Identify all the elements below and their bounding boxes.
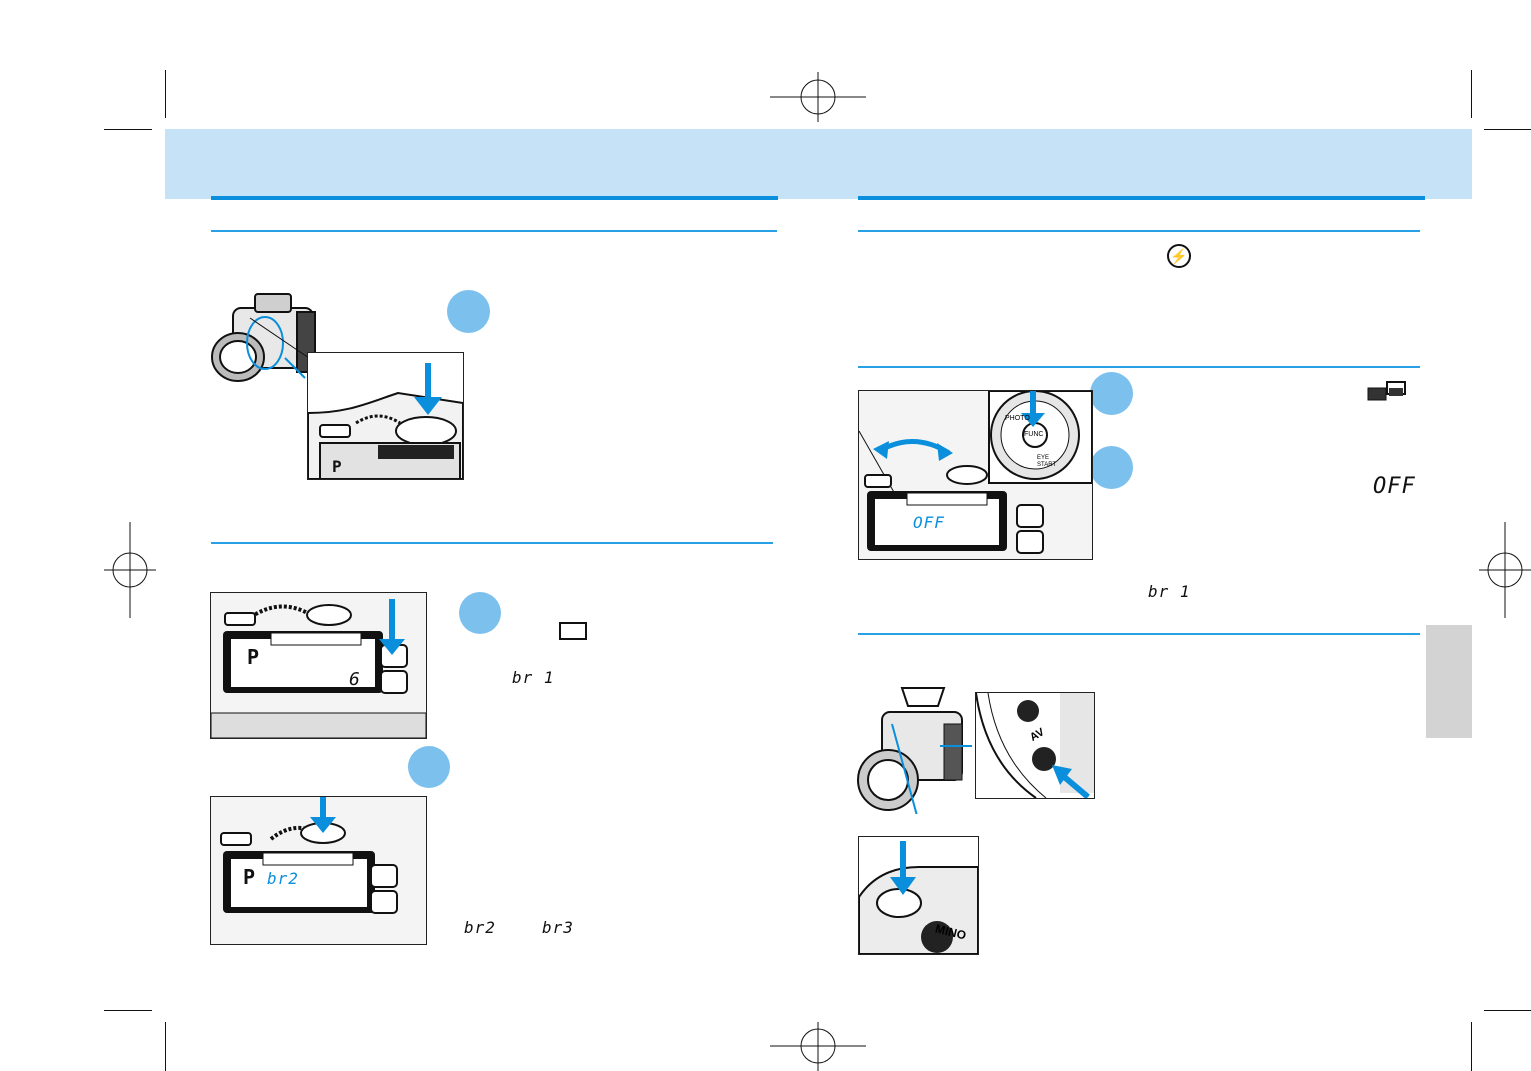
dial-func-label: FUNC bbox=[1024, 431, 1044, 438]
bracket-lcd-frame: P br2 bbox=[210, 796, 427, 945]
lcd-mode-letter: P bbox=[332, 457, 343, 476]
inline-code-br3: br3 bbox=[542, 918, 574, 937]
camera-illustration-top-left bbox=[211, 293, 316, 382]
inline-code-br1-left: br 1 bbox=[512, 668, 555, 687]
inline-code-br1-right: br 1 bbox=[1148, 582, 1191, 601]
bracketing-mode-icon bbox=[1367, 381, 1406, 401]
lcd-mode-letter-bottom: P bbox=[243, 865, 257, 889]
registration-mark-bottom bbox=[770, 1022, 866, 1071]
lcd-frame-count: 6 bbox=[349, 669, 361, 690]
registration-mark-right bbox=[1479, 522, 1531, 618]
step-circle-left-2 bbox=[459, 592, 501, 634]
right-section-rule-2 bbox=[858, 366, 1420, 368]
dial-eye-start-label: EYE START bbox=[1037, 455, 1057, 468]
shutter-release-detail-frame: P bbox=[307, 352, 464, 480]
registration-mark-left bbox=[104, 522, 156, 618]
inline-code-off-right: OFF bbox=[1373, 474, 1416, 499]
dial-photo-label: PHOTO bbox=[1005, 415, 1030, 422]
right-page-header-rule bbox=[858, 196, 1425, 200]
right-section-rule-1 bbox=[858, 230, 1420, 232]
function-dial-frame: FUNC PHOTO EYE START OFF bbox=[858, 390, 1093, 560]
camera-with-flash-illustration bbox=[857, 687, 972, 814]
step-circle-left-3 bbox=[408, 746, 450, 788]
single-frame-icon bbox=[559, 622, 587, 640]
chapter-side-tab bbox=[1426, 625, 1472, 738]
lcd-mode-letter-mid: P bbox=[247, 645, 261, 669]
shutter-press-detail-frame: MINO bbox=[858, 836, 979, 955]
step-circle-left-1 bbox=[447, 290, 490, 333]
step-circle-right-2 bbox=[1090, 446, 1133, 489]
right-section-rule-3 bbox=[858, 633, 1420, 635]
step-circle-right-1 bbox=[1090, 372, 1133, 415]
lcd-off-code: OFF bbox=[913, 513, 945, 532]
registration-mark-top bbox=[770, 72, 866, 122]
left-section-rule-1 bbox=[211, 230, 777, 232]
header-band bbox=[165, 129, 1472, 199]
inline-code-br2: br2 bbox=[464, 918, 496, 937]
left-page-header-rule bbox=[211, 196, 778, 200]
lcd-bracket-code: br2 bbox=[267, 869, 299, 888]
left-section-rule-2 bbox=[211, 542, 773, 544]
flash-off-icon: ⚡ bbox=[1167, 244, 1191, 268]
av-button-detail-frame: AV bbox=[975, 692, 1095, 799]
drive-button-lcd-frame: P 6 bbox=[210, 592, 427, 739]
